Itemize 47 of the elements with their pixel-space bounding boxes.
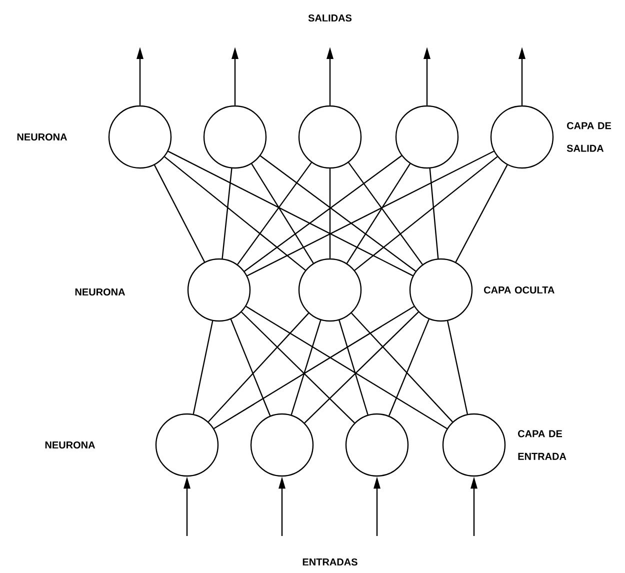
connection-line [154, 164, 206, 262]
connection-line [388, 318, 430, 416]
neuron-circle [203, 105, 267, 169]
connection-line [351, 312, 453, 422]
connection-line [260, 155, 416, 272]
layer-label: CAPA DE SALIDA [566, 122, 612, 152]
neuron-circle [442, 413, 506, 477]
neuron-circle [108, 105, 172, 169]
connection-line [222, 168, 232, 259]
connection-line [348, 162, 423, 265]
connection-line [214, 306, 414, 430]
connection-line [338, 320, 368, 415]
connection-line [290, 320, 322, 415]
connection-line [246, 306, 448, 430]
layer-label: NEURONA [45, 441, 96, 449]
connection-line [164, 156, 306, 271]
neuron-circle [490, 105, 554, 169]
connection-line [208, 312, 310, 422]
connection-line [168, 150, 414, 276]
layer-label: CAPA OCULTA [484, 286, 554, 294]
connection-line [455, 164, 508, 262]
connection-line [346, 163, 411, 264]
connection-line [230, 319, 271, 416]
layer-label: ENTRADAS [302, 558, 358, 566]
connection-line [447, 320, 468, 414]
connection-line [329, 168, 331, 258]
connection-line [246, 150, 494, 276]
connection-line [237, 162, 312, 265]
neuron-circle [250, 413, 314, 477]
neuron-circle [395, 105, 459, 169]
layer-label: NEURONA [75, 288, 126, 296]
neuron-circle [298, 105, 362, 169]
connection-line [429, 168, 439, 259]
layer-label: SALIDAS [308, 14, 352, 22]
connection-line [192, 320, 214, 414]
neuron-circle [298, 258, 362, 322]
connection-line [354, 156, 498, 271]
neuron-circle [409, 258, 473, 322]
connection-line [241, 312, 355, 424]
layer-label: CAPA DE ENTRADA [518, 430, 566, 460]
neuron-circle [155, 413, 219, 477]
neuron-circle [345, 413, 409, 477]
connection-line [304, 312, 419, 424]
connection-line [251, 164, 314, 264]
neuron-circle [187, 258, 251, 322]
layer-label: NEURONA [17, 133, 68, 141]
connection-line [244, 155, 402, 272]
